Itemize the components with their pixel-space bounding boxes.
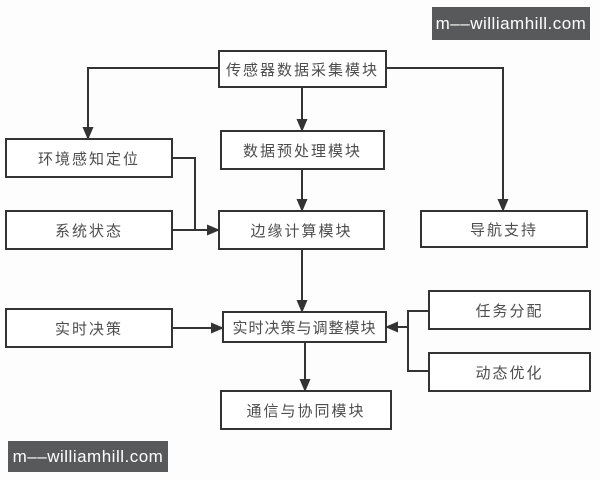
node-realtime-decision: 实时决策 bbox=[5, 308, 173, 348]
node-data-preprocessing: 数据预处理模块 bbox=[220, 130, 385, 170]
watermark-bottom: m––williamhill.com bbox=[8, 441, 168, 472]
node-decision-adjustment: 实时决策与调整模块 bbox=[222, 311, 387, 343]
node-sensor-data-collection: 传感器数据采集模块 bbox=[218, 50, 387, 88]
connector-sensor-to-env bbox=[82, 67, 218, 140]
node-task-allocation: 任务分配 bbox=[428, 290, 591, 330]
connector-sensor-to-nav bbox=[387, 67, 509, 212]
watermark-top: m––williamhill.com bbox=[432, 7, 590, 40]
node-environment-perception: 环境感知定位 bbox=[5, 138, 173, 178]
node-communication-collaboration: 通信与协同模块 bbox=[220, 390, 392, 430]
node-dynamic-optimization: 动态优化 bbox=[428, 352, 591, 392]
connector-task-dyn-bus bbox=[407, 310, 428, 372]
node-navigation-support: 导航支持 bbox=[420, 210, 588, 248]
node-system-status: 系统状态 bbox=[5, 210, 173, 250]
connector-env-to-junction bbox=[173, 157, 196, 230]
node-edge-computing: 边缘计算模块 bbox=[218, 210, 385, 250]
